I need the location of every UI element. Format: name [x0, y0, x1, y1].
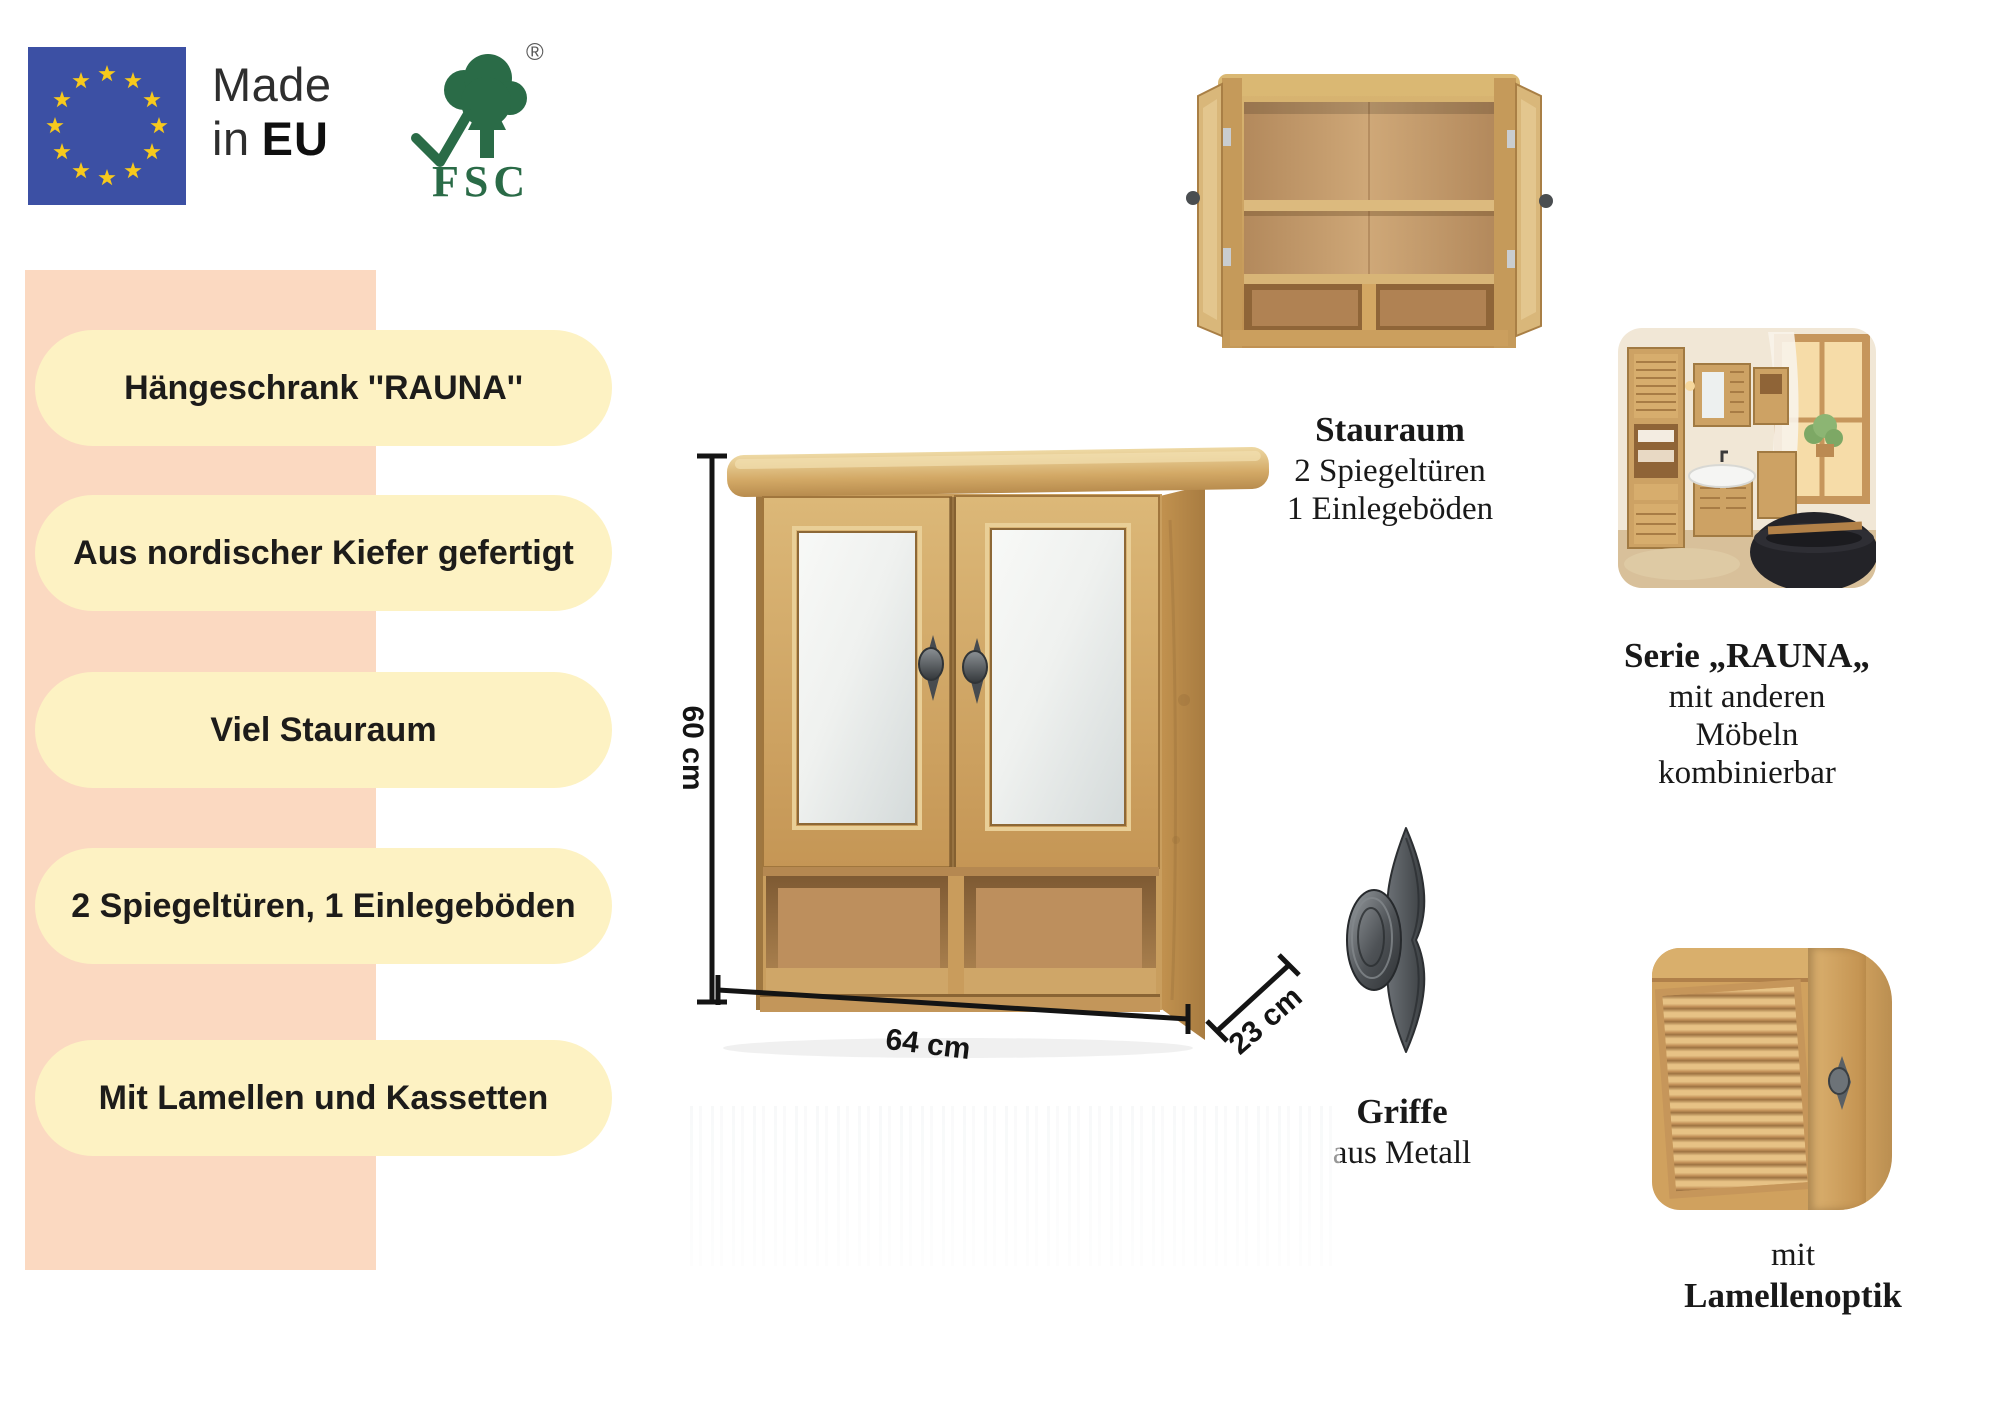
metal-handle-photo	[1346, 827, 1426, 1053]
bathtub	[1750, 512, 1876, 588]
feature-text: Viel Stauraum	[210, 710, 437, 749]
caption-line: mit anderen	[1668, 679, 1826, 715]
stauraum-caption: Stauraum 2 Spiegeltüren 1 Einlegeböden	[1150, 408, 1630, 528]
eu-flag	[28, 47, 186, 205]
handle-knob	[1346, 889, 1402, 991]
mirror-door-left	[762, 496, 952, 868]
caption-line: aus Metall	[1332, 1135, 1472, 1171]
mirror-door-right	[954, 495, 1160, 869]
open-cabinet-carcass	[1218, 74, 1520, 348]
bottom-cubbies	[1230, 284, 1508, 346]
caption-title: Serie „RAUNA„	[1624, 636, 1870, 675]
side-cabinet	[1757, 451, 1797, 519]
open-door-left	[1197, 82, 1223, 338]
feature-text: Aus nordischer Kiefer gefertigt	[73, 533, 574, 572]
caption-line: 1 Einlegeböden	[1286, 491, 1494, 527]
louver-knob	[1828, 1056, 1851, 1110]
dimension-height-label: 60 cm	[676, 705, 709, 791]
caption-title: Lamellenoptik	[1684, 1276, 1902, 1315]
main-cabinet-photo	[697, 447, 1301, 1058]
dimension-lines	[697, 453, 1301, 1043]
cabinet-top-cornice	[726, 447, 1270, 497]
mirror-right	[990, 528, 1126, 826]
feature-text: Mit Lamellen und Kassetten	[98, 1078, 549, 1117]
feature-text: Hängeschrank ''RAUNA''	[124, 368, 523, 407]
interior-shelf	[1244, 200, 1494, 216]
door-knob-left	[918, 635, 944, 701]
open-door-knob-left	[1186, 191, 1200, 205]
caption-line: Möbeln	[1695, 717, 1799, 753]
louver-door-photo	[1652, 948, 1892, 1210]
dimension-line-depth	[1215, 963, 1291, 1033]
door-gap	[949, 497, 956, 867]
louver-slats	[1654, 979, 1816, 1199]
door-knob-right	[962, 638, 988, 704]
open-door-right	[1515, 82, 1542, 338]
lamellen-caption: mit Lamellenoptik	[1673, 1236, 1913, 1318]
washbasin-unit	[1688, 450, 1756, 537]
plant	[1804, 414, 1843, 457]
open-shelf-compartments	[760, 867, 1160, 1012]
cabinet-side-panel	[1160, 485, 1205, 1040]
mirror-left	[797, 531, 917, 825]
caption-line: 2 Spiegeltüren	[1294, 453, 1486, 489]
feature-pill-material: Aus nordischer Kiefer gefertigt	[35, 495, 612, 611]
griffe-caption: Griffe aus Metall	[1282, 1090, 1522, 1172]
caption-line: kombinierbar	[1658, 755, 1836, 791]
wall-lamp	[1685, 381, 1695, 391]
fsc-wordmark: FSC	[432, 157, 530, 202]
louver-top-rail	[1652, 948, 1810, 982]
louver-shading	[1858, 948, 1892, 1210]
feature-pill-storage: Viel Stauraum	[35, 672, 612, 788]
registered-mark: ®	[526, 39, 544, 66]
hinges	[1223, 128, 1515, 268]
mirror-wall-cabinet	[1693, 363, 1789, 427]
fsc-logo: FSC ®	[411, 39, 544, 202]
bathroom-scene-photo	[1618, 328, 1876, 588]
tall-cabinet	[1627, 347, 1685, 549]
caption-title: Griffe	[1356, 1092, 1448, 1131]
feature-pill-doors: 2 Spiegeltüren, 1 Einlegeböden	[35, 848, 612, 964]
cabinet-shadow	[723, 1038, 1193, 1058]
watermark-ghost	[690, 1106, 1340, 1266]
feature-pill-slats: Mit Lamellen und Kassetten	[35, 1040, 612, 1156]
rug	[1624, 548, 1740, 580]
caption-title: Stauraum	[1315, 410, 1465, 449]
shelf-divider	[948, 876, 964, 998]
fsc-tree-icon	[444, 54, 527, 158]
made-line1: Made	[212, 58, 332, 111]
open-cabinet-photo	[1186, 74, 1553, 348]
cabinet-left-edge	[756, 494, 763, 1010]
caption-line: mit	[1770, 1237, 1815, 1273]
open-door-knob-right	[1539, 194, 1553, 208]
feature-text: 2 Spiegeltüren, 1 Einlegeböden	[71, 886, 576, 925]
dimension-line-width	[717, 987, 1189, 1022]
bath-tray	[1767, 521, 1863, 535]
fsc-checkmark	[411, 109, 473, 167]
feature-pill-title: Hängeschrank ''RAUNA''	[35, 330, 612, 446]
serie-caption: Serie „RAUNA„ mit anderen Möbeln kombini…	[1597, 634, 1897, 792]
